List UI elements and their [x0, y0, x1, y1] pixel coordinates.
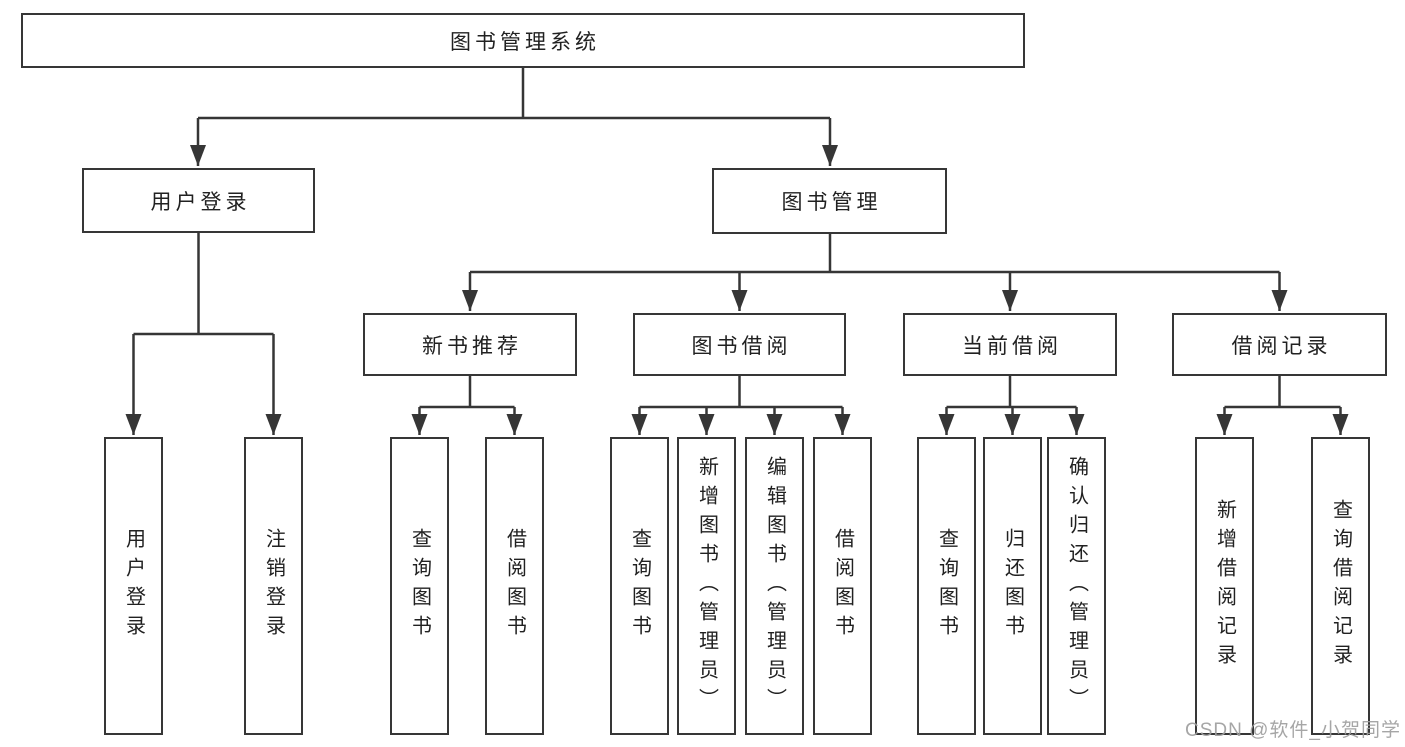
leaf-borrow-books-2-label: 借阅图书: [831, 528, 854, 644]
connector-borrow-records-children: [1216, 376, 1349, 435]
node-borrow-records-label: 借阅记录: [1231, 334, 1332, 358]
node-user-login: 用户登录: [82, 168, 315, 233]
leaf-borrow-books-1-label: 借阅图书: [503, 528, 526, 644]
node-new-book-recommend: 新书推荐: [363, 313, 577, 376]
leaf-user-login-label: 用户登录: [122, 528, 145, 644]
leaf-query-books-2: 查询图书: [610, 437, 669, 735]
node-book-borrow-label: 图书借阅: [691, 334, 792, 358]
leaf-add-borrow-record-label: 新增借阅记录: [1213, 499, 1236, 673]
leaf-borrow-books-2: 借阅图书: [813, 437, 872, 735]
node-root: 图书管理系统: [21, 13, 1025, 68]
leaf-query-books-2-label: 查询图书: [628, 528, 651, 644]
leaf-confirm-return-admin: 确认归还（管理员）: [1047, 437, 1106, 735]
node-root-label: 图书管理系统: [450, 30, 600, 54]
leaf-query-borrow-record: 查询借阅记录: [1311, 437, 1370, 735]
connector-current-borrow-children: [938, 376, 1085, 435]
node-new-book-recommend-label: 新书推荐: [422, 334, 522, 358]
leaf-query-books-3-label: 查询图书: [935, 528, 958, 644]
leaf-borrow-books-1: 借阅图书: [485, 437, 544, 735]
connector-book-management-children: [462, 234, 1288, 311]
leaf-add-borrow-record: 新增借阅记录: [1195, 437, 1254, 735]
leaf-logout: 注销登录: [244, 437, 303, 735]
node-current-borrow: 当前借阅: [903, 313, 1117, 376]
csdn-watermark: CSDN @软件_小贺同学: [1185, 720, 1401, 741]
leaf-return-books: 归还图书: [983, 437, 1042, 735]
leaf-edit-book-admin-label: 编辑图书（管理员）: [763, 455, 786, 717]
leaf-query-books-1-label: 查询图书: [408, 528, 431, 644]
node-book-management: 图书管理: [712, 168, 947, 234]
connector-user-login-children: [125, 233, 282, 435]
leaf-edit-book-admin: 编辑图书（管理员）: [745, 437, 804, 735]
node-book-borrow: 图书借阅: [633, 313, 846, 376]
leaf-logout-label: 注销登录: [262, 528, 285, 644]
connector-root-to-level2: [190, 68, 838, 166]
node-borrow-records: 借阅记录: [1172, 313, 1387, 376]
leaf-query-books-1: 查询图书: [390, 437, 449, 735]
leaf-add-book-admin: 新增图书（管理员）: [677, 437, 736, 735]
node-user-login-label: 用户登录: [150, 190, 251, 214]
node-current-borrow-label: 当前借阅: [962, 334, 1062, 358]
leaf-confirm-return-admin-label: 确认归还（管理员）: [1065, 455, 1088, 717]
connector-book-borrow-children: [631, 376, 851, 435]
leaf-query-borrow-record-label: 查询借阅记录: [1329, 499, 1352, 673]
node-book-management-label: 图书管理: [781, 191, 882, 214]
leaf-add-book-admin-label: 新增图书（管理员）: [695, 455, 718, 717]
leaf-user-login: 用户登录: [104, 437, 163, 735]
connector-new-book-children: [411, 376, 523, 435]
leaf-return-books-label: 归还图书: [1001, 528, 1024, 644]
leaf-query-books-3: 查询图书: [917, 437, 976, 735]
